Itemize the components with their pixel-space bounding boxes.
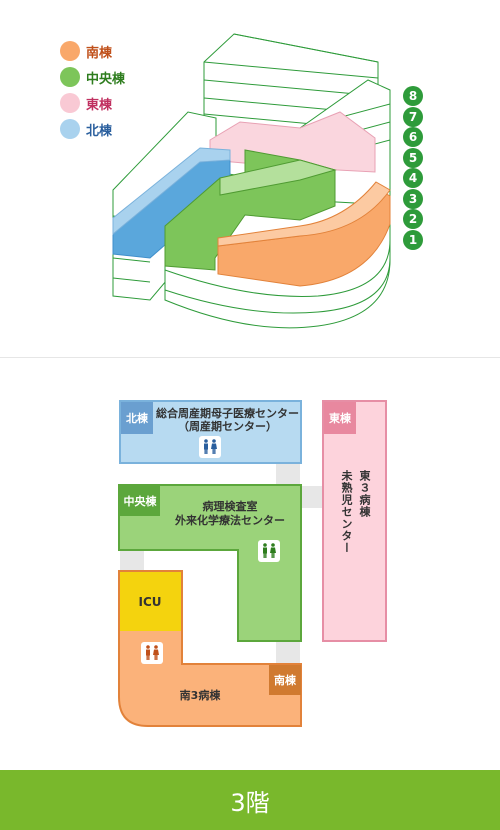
floor-number-list: 8 7 6 5 4 3 2 1 bbox=[403, 86, 423, 250]
legend-dot-north bbox=[60, 119, 80, 139]
restroom-icon bbox=[141, 642, 163, 664]
north-wing-area[interactable]: 北棟 総合周産期母子医療センター （周産期センター） bbox=[119, 400, 302, 464]
central-wing-line1: 病理検査室 bbox=[202, 500, 258, 513]
restroom-icon bbox=[258, 540, 280, 562]
legend-item-south: 南棟 bbox=[60, 38, 125, 64]
south-wing-shape[interactable] bbox=[118, 570, 303, 728]
restroom-icon bbox=[199, 436, 221, 458]
south-wing-ward-label: 南3病棟 bbox=[179, 689, 221, 702]
floor-number-7[interactable]: 7 bbox=[403, 106, 423, 127]
floor-number-4[interactable]: 4 bbox=[403, 168, 423, 188]
floor-label-banner: 3階 bbox=[0, 770, 500, 830]
east-wing-tag: 東棟 bbox=[324, 402, 356, 434]
legend-item-east: 東棟 bbox=[60, 90, 125, 116]
north-wing-tag: 北棟 bbox=[121, 402, 153, 434]
legend-dot-east bbox=[60, 93, 80, 113]
floor-number-3[interactable]: 3 bbox=[403, 188, 423, 209]
floor-number-2[interactable]: 2 bbox=[403, 209, 423, 229]
building-legend: 南棟 中央棟 東棟 北棟 bbox=[60, 38, 125, 142]
east-wing-nicu-label: 未熟児センター bbox=[340, 470, 353, 554]
corridor bbox=[276, 641, 300, 665]
east-wing-area[interactable]: 東棟 東３病棟 未熟児センター bbox=[322, 400, 387, 642]
corridor bbox=[276, 464, 300, 486]
legend-label: 南棟 bbox=[86, 45, 113, 61]
corridor bbox=[300, 486, 324, 508]
floor-number-6[interactable]: 6 bbox=[403, 127, 423, 147]
floor-number-8[interactable]: 8 bbox=[403, 86, 423, 106]
central-wing-tag: 中央棟 bbox=[120, 486, 160, 516]
legend-item-north: 北棟 bbox=[60, 116, 125, 142]
central-wing-line2: 外来化学療法センター bbox=[175, 514, 285, 527]
building-3d-diagram bbox=[112, 33, 391, 329]
legend-label: 東棟 bbox=[86, 97, 113, 113]
north-wing-title: 総合周産期母子医療センター bbox=[156, 407, 299, 420]
legend-label: 中央棟 bbox=[86, 71, 126, 87]
corridor bbox=[120, 550, 144, 572]
legend-dot-south bbox=[60, 41, 80, 61]
central-wing-shape[interactable] bbox=[118, 484, 303, 642]
section-divider bbox=[0, 357, 500, 358]
floor-number-5[interactable]: 5 bbox=[403, 147, 423, 168]
icu-label: ICU bbox=[138, 595, 162, 609]
north-wing-subtitle: （周産期センター） bbox=[178, 420, 277, 433]
floor-number-1[interactable]: 1 bbox=[403, 229, 423, 250]
south-wing-tag: 南棟 bbox=[269, 665, 301, 695]
legend-item-central: 中央棟 bbox=[60, 64, 125, 90]
east-wing-ward-label: 東３病棟 bbox=[358, 470, 371, 518]
floor-label: 3階 bbox=[230, 788, 270, 817]
legend-label: 北棟 bbox=[86, 123, 113, 139]
legend-dot-central bbox=[60, 67, 80, 87]
